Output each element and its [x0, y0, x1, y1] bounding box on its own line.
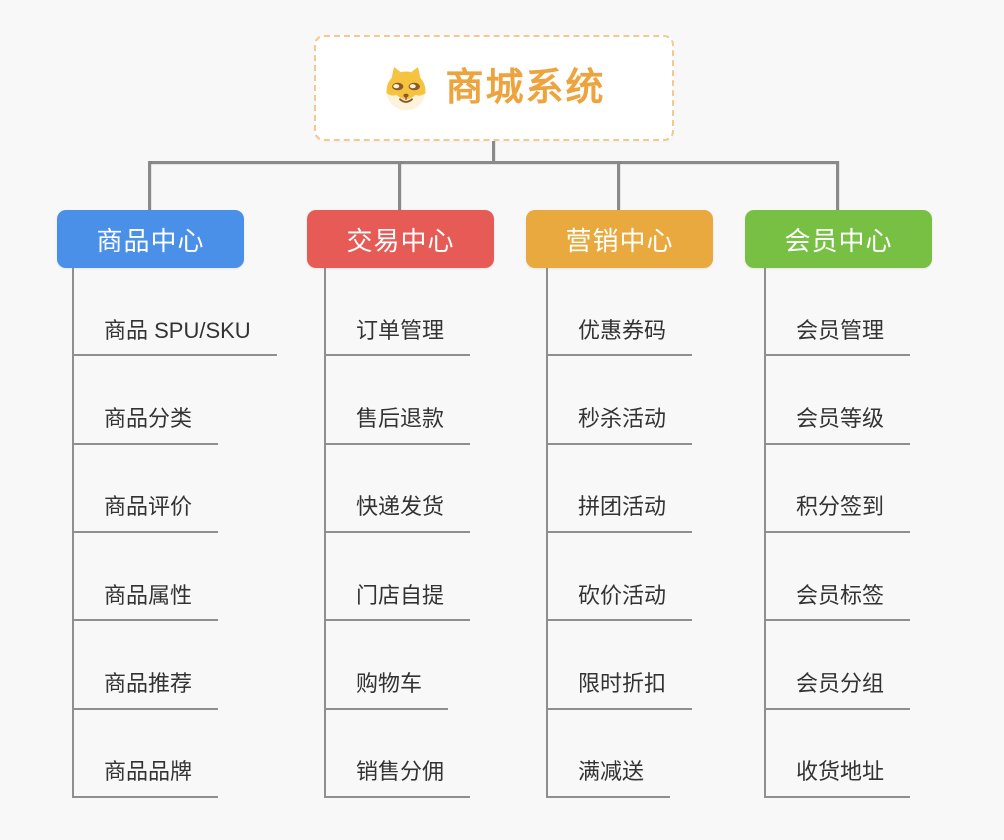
- tree-item[interactable]: 商品评价: [74, 445, 277, 533]
- tree-item[interactable]: 销售分佣: [326, 710, 471, 798]
- tree-item-label: 订单管理: [326, 317, 471, 357]
- tree-item[interactable]: 砍价活动: [548, 533, 693, 622]
- tree-item-label: 满减送: [548, 758, 671, 798]
- tree-item[interactable]: 满减送: [548, 710, 692, 798]
- tree-item-label: 优惠券码: [548, 317, 693, 357]
- connector-drop-marketing: [617, 161, 620, 210]
- tree-item-label: 商品分类: [74, 405, 219, 445]
- branch-label: 会员中心: [784, 225, 893, 256]
- tree-item[interactable]: 会员管理: [766, 268, 911, 357]
- tree-item[interactable]: 会员分组: [766, 621, 911, 710]
- branch-node-trade-center[interactable]: 交易中心: [307, 210, 494, 268]
- branch-subtree-product: 商品 SPU/SKU 商品分类 商品评价 商品属性 商品推荐 商品品牌: [72, 268, 277, 798]
- tree-item-label: 收货地址: [766, 758, 911, 798]
- tree-item-label: 会员分组: [766, 670, 911, 710]
- tree-item[interactable]: 商品属性: [74, 533, 277, 622]
- tree-item[interactable]: 商品品牌: [74, 710, 277, 798]
- tree-item-label: 售后退款: [326, 405, 471, 445]
- tree-item-label: 会员等级: [766, 405, 911, 445]
- dog-icon: [382, 64, 430, 112]
- branch-label: 商品中心: [96, 225, 205, 256]
- tree-item-label: 购物车: [326, 670, 449, 710]
- tree-item[interactable]: 门店自提: [326, 533, 471, 622]
- connector-drop-trade: [398, 161, 401, 210]
- tree-item-label: 砍价活动: [548, 582, 693, 622]
- tree-item-label: 商品属性: [74, 582, 219, 622]
- tree-item-label: 会员标签: [766, 582, 911, 622]
- tree-item-label: 限时折扣: [548, 670, 693, 710]
- tree-item-label: 快递发货: [326, 493, 471, 533]
- tree-item[interactable]: 积分签到: [766, 445, 911, 533]
- tree-item[interactable]: 收货地址: [766, 710, 911, 798]
- branch-node-product-center[interactable]: 商品中心: [57, 210, 244, 268]
- connector-drop-member: [836, 161, 839, 210]
- tree-item-label: 积分签到: [766, 493, 911, 533]
- tree-item-label: 商品推荐: [74, 670, 219, 710]
- connector-root-stem: [492, 141, 495, 162]
- tree-item[interactable]: 商品 SPU/SKU: [74, 268, 277, 357]
- branch-label: 交易中心: [346, 225, 455, 256]
- branch-subtree-member: 会员管理 会员等级 积分签到 会员标签 会员分组 收货地址: [764, 268, 911, 798]
- tree-item-label: 拼团活动: [548, 493, 693, 533]
- tree-item[interactable]: 优惠券码: [548, 268, 693, 357]
- branch-node-marketing-center[interactable]: 营销中心: [526, 210, 713, 268]
- branch-subtree-trade: 订单管理 售后退款 快递发货 门店自提 购物车 销售分佣: [324, 268, 471, 798]
- tree-item[interactable]: 会员标签: [766, 533, 911, 622]
- branch-label: 营销中心: [565, 225, 674, 256]
- tree-item-label: 商品品牌: [74, 758, 219, 798]
- tree-item[interactable]: 购物车: [326, 621, 470, 710]
- root-title: 商城系统: [445, 67, 606, 109]
- tree-item-label: 秒杀活动: [548, 405, 693, 445]
- tree-item[interactable]: 商品分类: [74, 356, 277, 445]
- tree-item[interactable]: 会员等级: [766, 356, 911, 445]
- connector-drop-product: [148, 161, 151, 210]
- tree-item-label: 门店自提: [326, 582, 471, 622]
- branch-node-member-center[interactable]: 会员中心: [745, 210, 932, 268]
- tree-item[interactable]: 订单管理: [326, 268, 471, 357]
- tree-item-label: 商品评价: [74, 493, 219, 533]
- tree-item[interactable]: 售后退款: [326, 356, 471, 445]
- tree-item[interactable]: 商品推荐: [74, 621, 277, 710]
- tree-item[interactable]: 秒杀活动: [548, 356, 693, 445]
- tree-item[interactable]: 限时折扣: [548, 621, 693, 710]
- tree-item-label: 销售分佣: [326, 758, 471, 798]
- tree-item-label: 商品 SPU/SKU: [74, 317, 277, 357]
- connector-rail: [148, 161, 839, 164]
- root-node[interactable]: 商城系统: [314, 35, 674, 141]
- tree-item-label: 会员管理: [766, 317, 911, 357]
- tree-item[interactable]: 拼团活动: [548, 445, 693, 533]
- tree-item[interactable]: 快递发货: [326, 445, 471, 533]
- branch-subtree-marketing: 优惠券码 秒杀活动 拼团活动 砍价活动 限时折扣 满减送: [546, 268, 693, 798]
